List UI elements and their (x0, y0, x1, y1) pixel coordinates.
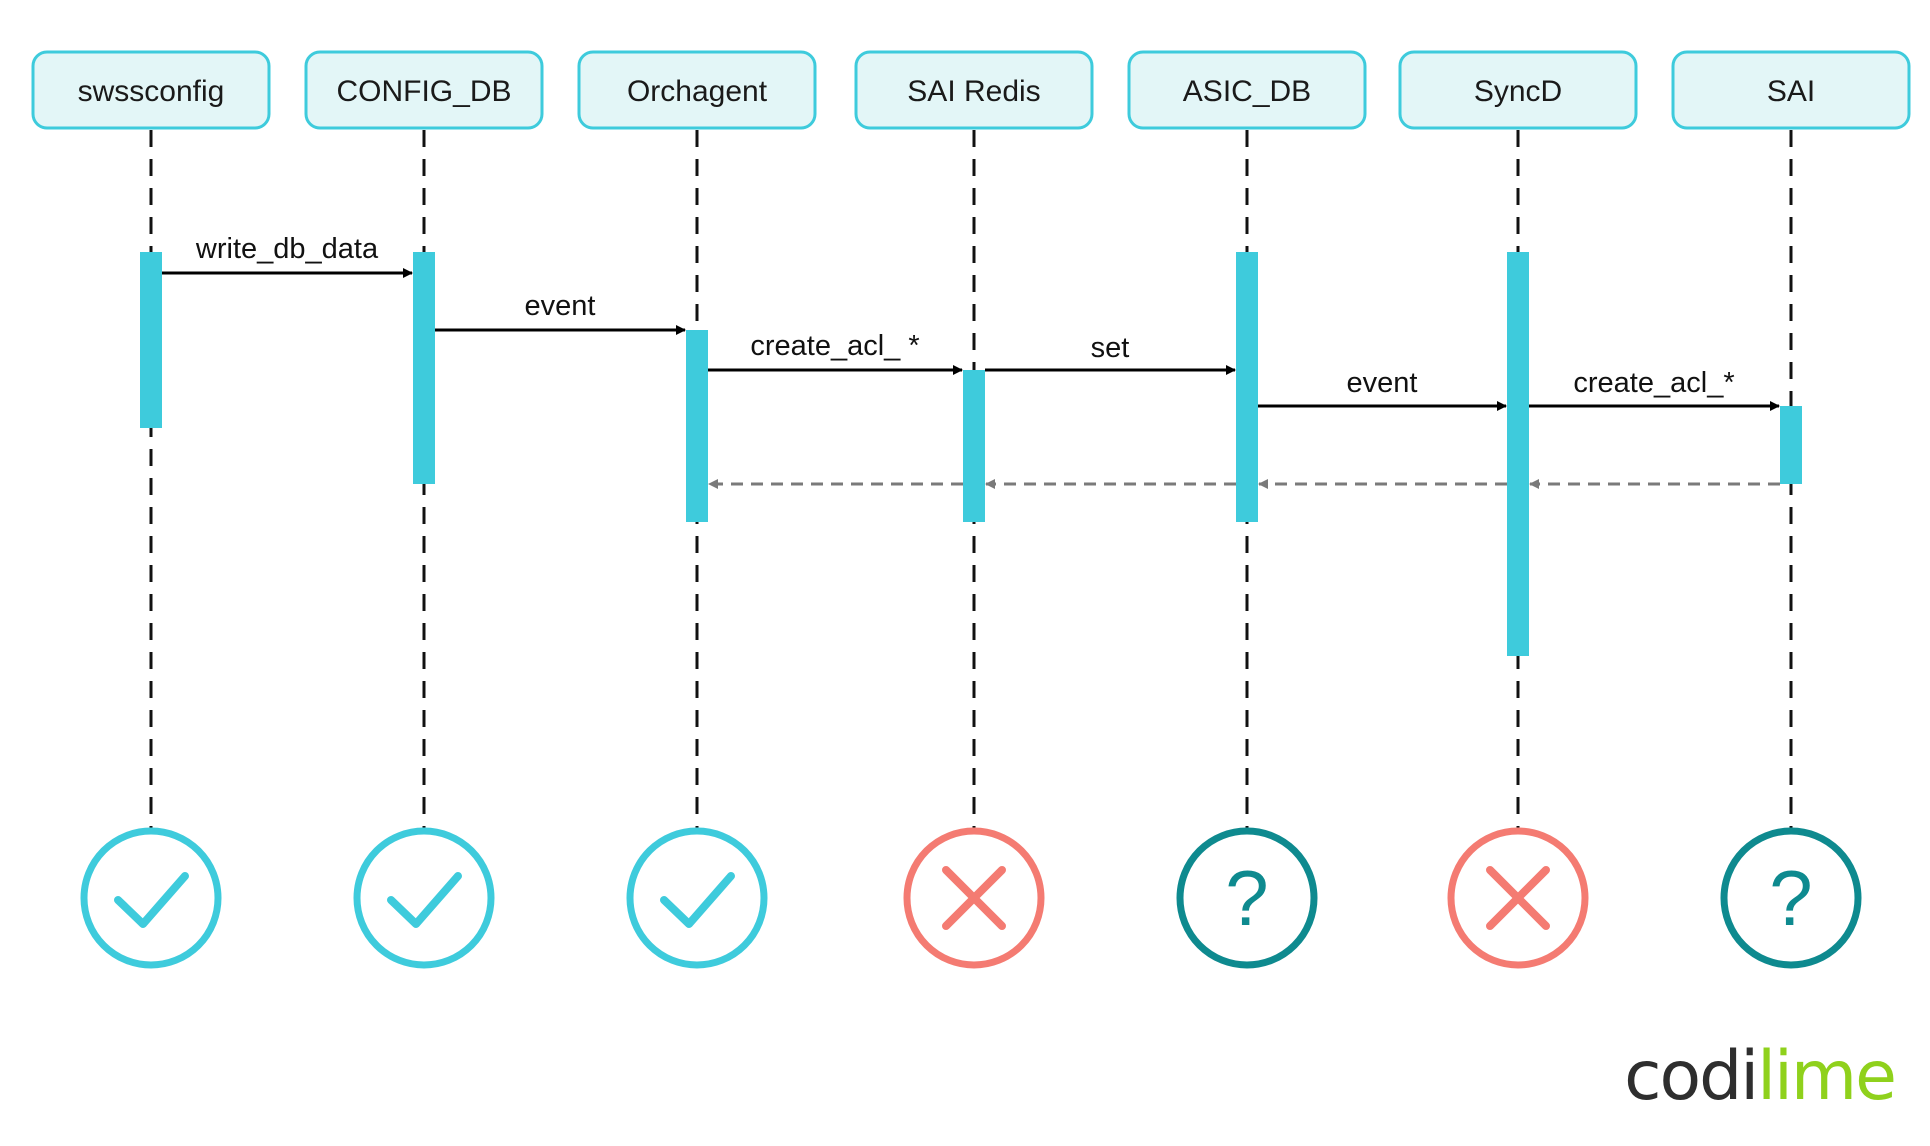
participant-2: Orchagent (577, 50, 817, 130)
participant-box (1127, 50, 1367, 130)
question-icon: ? (1176, 827, 1318, 969)
check-icon (80, 827, 222, 969)
participant-label: ASIC_DB (1183, 75, 1311, 108)
message-label: create_acl_* (1573, 367, 1734, 399)
participant-3: SAI Redis (854, 50, 1094, 130)
participant-label: SyncD (1474, 75, 1562, 108)
logo-text-lime: lime (1757, 1037, 1897, 1116)
check-icon (353, 827, 495, 969)
svg-text:?: ? (1225, 854, 1268, 942)
participant-label: CONFIG_DB (336, 75, 511, 108)
participant-4: ASIC_DB (1127, 50, 1367, 130)
participant-box (577, 50, 817, 130)
participant-6: SAI (1671, 50, 1911, 130)
activation-bar-6 (1780, 406, 1802, 484)
participant-label: swssconfig (78, 75, 225, 108)
message-0: write_db_data (162, 233, 413, 278)
participant-label: Orchagent (627, 75, 768, 108)
activation-bar-4 (1236, 252, 1258, 522)
participant-box (1671, 50, 1911, 130)
participant-box (854, 50, 1094, 130)
svg-text:?: ? (1769, 854, 1812, 942)
message-label: event (1347, 367, 1418, 399)
activation-bar-1 (413, 252, 435, 484)
message-label: write_db_data (195, 233, 379, 265)
participant-box (31, 50, 271, 130)
codilime-logo: codilime (1624, 1043, 1897, 1111)
message-label: set (1091, 332, 1130, 364)
message-1: event (435, 290, 686, 335)
message-4: event (1258, 367, 1507, 411)
participant-box (304, 50, 544, 130)
status-icons: ?? (80, 827, 1862, 969)
participant-label: SAI Redis (907, 75, 1040, 108)
participant-0: swssconfig (31, 50, 271, 130)
check-icon (626, 827, 768, 969)
message-label: create_acl_ * (750, 330, 919, 362)
participant-5: SyncD (1398, 50, 1638, 130)
activation-bar-0 (140, 252, 162, 428)
participant-label: SAI (1767, 75, 1815, 108)
message-2: create_acl_ * (708, 330, 963, 375)
activation-bar-5 (1507, 252, 1529, 656)
participant-1: CONFIG_DB (304, 50, 544, 130)
message-3: set (985, 332, 1236, 375)
activation-bars (140, 252, 1802, 656)
activation-bar-3 (963, 370, 985, 522)
question-icon: ? (1720, 827, 1862, 969)
activation-bar-2 (686, 330, 708, 522)
participants: swssconfig CONFIG_DB Orchagent SAI Redis ASI… (31, 50, 1911, 130)
participant-box (1398, 50, 1638, 130)
cross-icon (903, 827, 1045, 969)
cross-icon (1447, 827, 1589, 969)
message-label: event (525, 290, 596, 322)
message-5: create_acl_* (1529, 367, 1780, 411)
logo-text-dark: codi (1624, 1037, 1759, 1116)
